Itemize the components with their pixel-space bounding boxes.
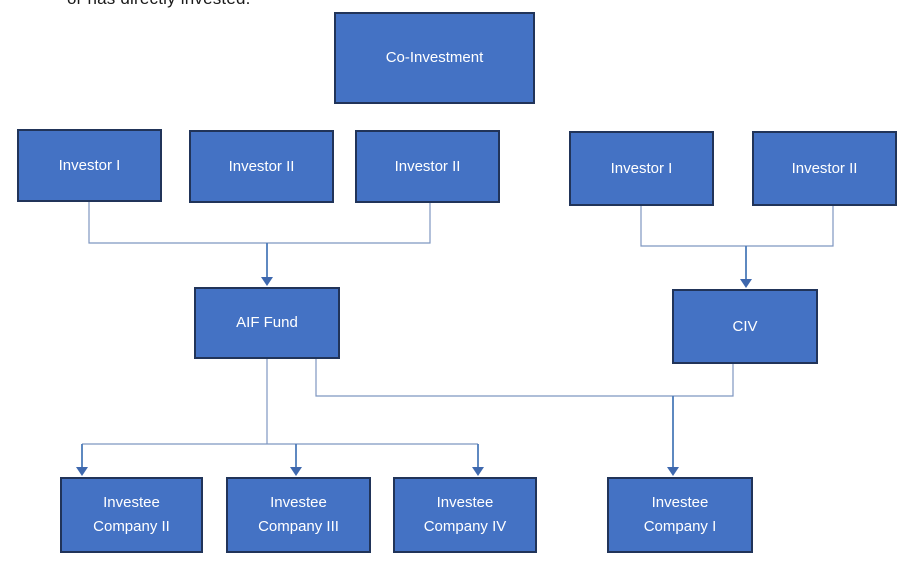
node-investor-i-left: Investor I (17, 129, 162, 202)
node-investor-ii-right: Investor II (752, 131, 897, 206)
arrowhead-down-icon (740, 279, 752, 288)
node-co-investment: Co-Investment (334, 12, 535, 104)
arrowhead-down-icon (472, 467, 484, 476)
arrow-investors-to-civ (740, 246, 752, 288)
arrow-investors-to-aif (261, 243, 273, 286)
node-investor-ii-left-2: Investor II (355, 130, 500, 203)
connector-right-investors-rail (640, 206, 834, 247)
node-investee-company-iii: Investee Company III (226, 477, 371, 553)
arrowhead-down-icon (667, 467, 679, 476)
arrow-to-investee-i (667, 396, 679, 476)
arrow-to-investee-iv (472, 444, 484, 476)
node-investee-company-ii: Investee Company II (60, 477, 203, 553)
node-investor-ii-left: Investor II (189, 130, 334, 203)
arrowhead-down-icon (261, 277, 273, 286)
arrowhead-down-icon (76, 467, 88, 476)
caption-text: or has directly invested. (67, 0, 367, 9)
node-civ: CIV (672, 289, 818, 364)
arrow-to-investee-iii (290, 444, 302, 476)
node-investee-company-iv: Investee Company IV (393, 477, 537, 553)
arrow-to-investee-ii (76, 444, 88, 476)
connector-aif-civ-link (315, 359, 734, 397)
node-investor-i-right: Investor I (569, 131, 714, 206)
node-aif-fund: AIF Fund (194, 287, 340, 359)
node-investee-company-i: Investee Company I (607, 477, 753, 553)
arrowhead-down-icon (290, 467, 302, 476)
connector-left-investors-rail (88, 202, 431, 244)
